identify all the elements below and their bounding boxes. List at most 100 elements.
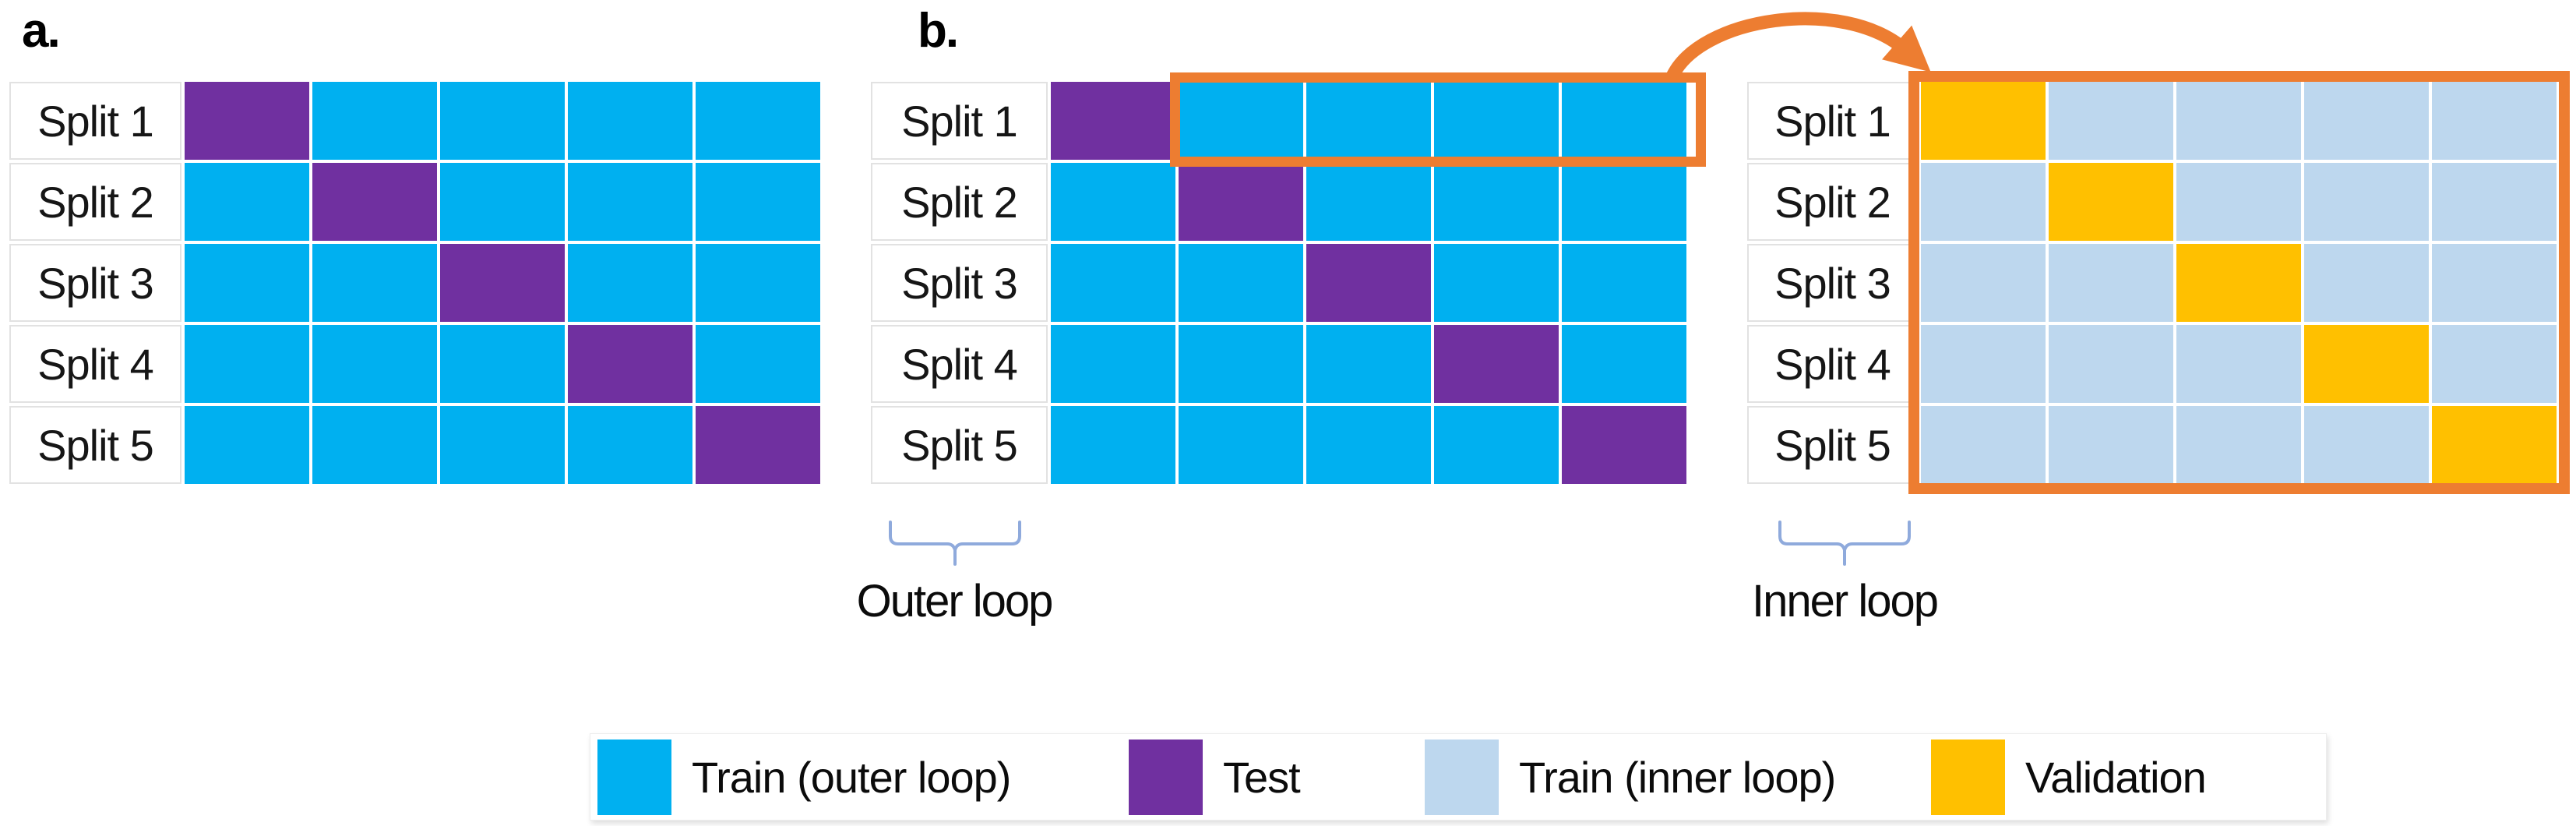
cell-test <box>1562 406 1686 484</box>
cell-train-outer <box>185 325 309 403</box>
cell-test <box>1051 82 1175 160</box>
cell-train-outer <box>1051 325 1175 403</box>
cell-train-outer <box>1434 244 1559 322</box>
cell-train-outer <box>312 82 437 160</box>
cell-train-outer <box>185 163 309 241</box>
cell-train-outer <box>696 244 820 322</box>
row-label: Split 3 <box>871 244 1048 322</box>
cell-test <box>1306 244 1431 322</box>
cell-train-outer <box>696 82 820 160</box>
cell-train-inner <box>2049 406 2173 484</box>
cell-train-inner <box>2176 82 2301 160</box>
legend-label: Validation <box>2025 752 2207 802</box>
cell-train-inner <box>2432 244 2557 322</box>
cell-train-outer <box>185 406 309 484</box>
cell-train-outer <box>312 325 437 403</box>
cell-train-outer <box>1051 163 1175 241</box>
cell-train-outer <box>312 406 437 484</box>
row-label: Split 5 <box>871 406 1048 484</box>
cell-train-inner <box>2304 244 2429 322</box>
legend-swatch-test <box>1129 739 1203 815</box>
row-label: Split 1 <box>9 82 181 160</box>
cell-train-outer <box>568 244 692 322</box>
cell-train-inner <box>2304 163 2429 241</box>
cell-train-outer <box>1051 406 1175 484</box>
row-label: Split 3 <box>9 244 181 322</box>
cell-train-outer <box>1179 82 1303 160</box>
row-label: Split 2 <box>9 163 181 241</box>
legend-label: Test <box>1223 752 1301 802</box>
cell-train-outer <box>696 325 820 403</box>
zoom-arrow-icon <box>1665 12 1931 81</box>
cell-train-outer <box>1179 406 1303 484</box>
cell-train-outer <box>1306 406 1431 484</box>
cell-train-outer <box>568 82 692 160</box>
cell-train-inner <box>1921 244 2046 322</box>
cell-test <box>312 163 437 241</box>
cell-train-outer <box>1306 163 1431 241</box>
cell-train-inner <box>2049 244 2173 322</box>
cell-train-outer <box>1306 82 1431 160</box>
cell-train-inner <box>1921 163 2046 241</box>
cell-validation <box>2304 325 2429 403</box>
cell-train-inner <box>2176 325 2301 403</box>
inner-loop-brace-icon <box>1778 521 1911 566</box>
cell-train-inner <box>2176 406 2301 484</box>
cell-train-outer <box>1562 325 1686 403</box>
cell-train-outer <box>1434 163 1559 241</box>
cell-validation <box>1921 82 2046 160</box>
cell-train-outer <box>185 244 309 322</box>
cell-train-outer <box>440 163 565 241</box>
cell-train-inner <box>1921 325 2046 403</box>
cell-validation <box>2432 406 2557 484</box>
cell-validation <box>2176 244 2301 322</box>
cell-test <box>185 82 309 160</box>
cell-train-outer <box>696 163 820 241</box>
cell-train-outer <box>568 163 692 241</box>
cell-train-outer <box>440 406 565 484</box>
cell-train-outer <box>1306 325 1431 403</box>
cell-train-inner <box>1921 406 2046 484</box>
cell-train-outer <box>1179 244 1303 322</box>
cell-train-outer <box>568 406 692 484</box>
cell-train-outer <box>312 244 437 322</box>
legend-swatch-validation <box>1931 739 2005 815</box>
cell-train-inner <box>2304 82 2429 160</box>
cell-train-inner <box>2049 82 2173 160</box>
row-label: Split 2 <box>1747 163 1918 241</box>
cell-train-inner <box>2176 163 2301 241</box>
outer-loop-brace-icon <box>889 521 1021 566</box>
cell-train-inner <box>2304 406 2429 484</box>
cell-train-outer <box>440 82 565 160</box>
cell-test <box>696 406 820 484</box>
row-label: Split 1 <box>1747 82 1918 160</box>
row-label: Split 4 <box>871 325 1048 403</box>
cell-train-outer <box>1562 82 1686 160</box>
row-label: Split 2 <box>871 163 1048 241</box>
outer-loop-label: Outer loop <box>856 576 1054 627</box>
cell-train-inner <box>2432 163 2557 241</box>
inner-loop-label: Inner loop <box>1752 576 1939 627</box>
cell-train-outer <box>1434 82 1559 160</box>
legend-item-validation: Validation <box>1931 734 2207 820</box>
legend-swatch-train-inner <box>1425 739 1499 815</box>
panel-a-label: a. <box>22 4 61 58</box>
cell-test <box>1179 163 1303 241</box>
cell-train-inner <box>2432 82 2557 160</box>
cell-train-outer <box>1051 244 1175 322</box>
cell-train-outer <box>1562 244 1686 322</box>
legend-item-train-outer: Train (outer loop) <box>597 734 1011 820</box>
row-label: Split 5 <box>1747 406 1918 484</box>
legend-swatch-train-outer <box>597 739 671 815</box>
legend-item-test: Test <box>1129 734 1301 820</box>
cell-train-inner <box>2432 325 2557 403</box>
row-label: Split 4 <box>1747 325 1918 403</box>
row-label: Split 1 <box>871 82 1048 160</box>
cell-test <box>1434 325 1559 403</box>
legend-label: Train (outer loop) <box>692 752 1011 802</box>
row-label: Split 3 <box>1747 244 1918 322</box>
